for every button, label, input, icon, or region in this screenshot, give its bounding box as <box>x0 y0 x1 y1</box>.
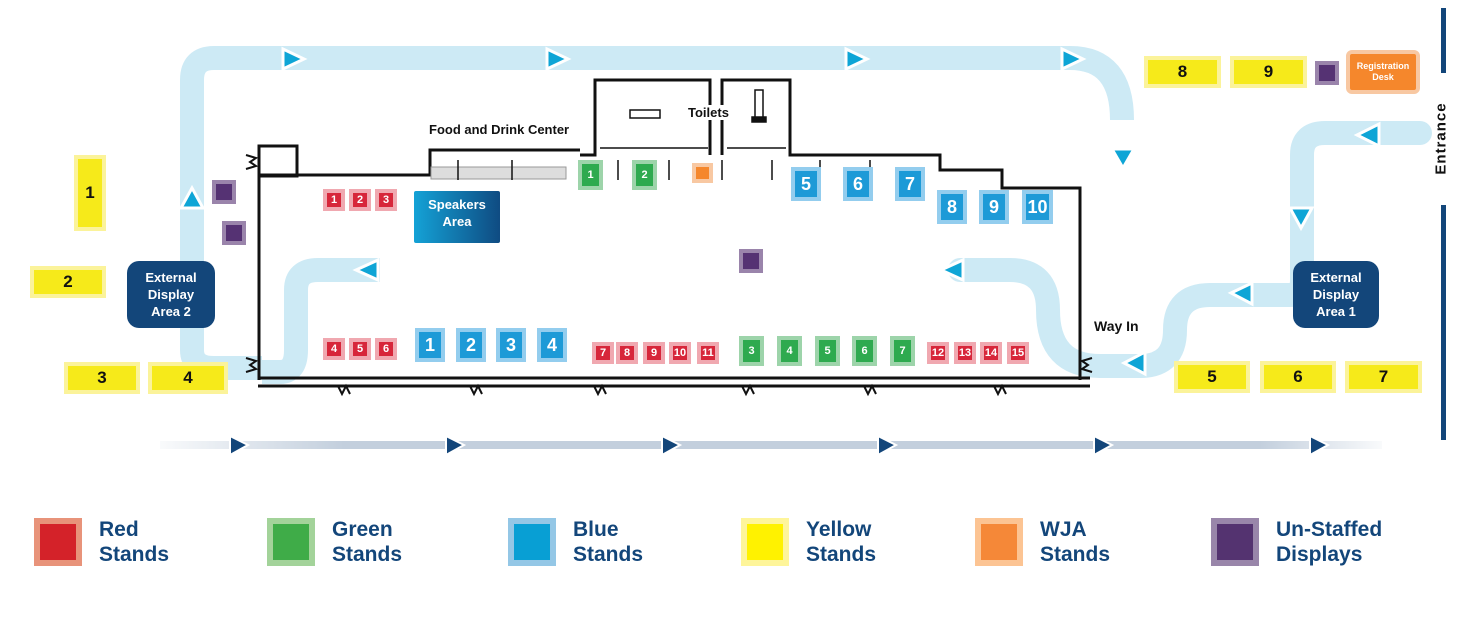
arrow-left-icon <box>1120 349 1147 377</box>
yellow-stand[interactable]: 1 <box>74 155 106 231</box>
unstaffed-display[interactable] <box>1315 61 1339 85</box>
toilets-detail <box>600 89 786 149</box>
red-stand[interactable]: 6 <box>375 338 397 360</box>
arrow-left-icon <box>937 257 965 283</box>
red-stand[interactable]: 3 <box>375 189 397 211</box>
red-stand[interactable]: 11 <box>697 342 719 364</box>
registration-desk[interactable]: Registration Desk <box>1346 50 1420 94</box>
legend-wja-swatch <box>975 518 1023 566</box>
blue-stand[interactable]: 8 <box>937 190 967 224</box>
blue-stand[interactable]: 1 <box>415 328 445 362</box>
yellow-stand[interactable]: 7 <box>1345 361 1422 393</box>
red-stand[interactable]: 14 <box>980 342 1002 364</box>
blue-stand[interactable]: 10 <box>1022 190 1053 224</box>
green-stand[interactable]: 3 <box>739 336 764 366</box>
arrow-up-icon <box>178 184 206 210</box>
green-stand[interactable]: 6 <box>852 336 877 366</box>
red-stand[interactable]: 15 <box>1007 342 1029 364</box>
arrow-right-icon <box>281 46 308 72</box>
direction-arrows <box>178 46 1381 377</box>
arrow-left-icon <box>1353 121 1381 149</box>
arrow-right-icon <box>877 434 899 457</box>
food-counter <box>430 166 567 180</box>
speakers-area: Speakers Area <box>428 197 486 229</box>
arrow-right-icon <box>1060 46 1087 72</box>
legend-yellow-swatch <box>741 518 789 566</box>
unstaffed-display[interactable] <box>222 221 246 245</box>
arrow-right-icon <box>445 434 467 457</box>
toilets-label: Toilets <box>688 105 729 120</box>
red-stand[interactable]: 13 <box>954 342 976 364</box>
red-stand[interactable]: 7 <box>592 342 614 364</box>
entrance-wall-bottom <box>1441 205 1446 440</box>
arrow-right-icon <box>1093 434 1115 457</box>
arrow-right-icon <box>661 434 683 457</box>
arrow-right-icon <box>229 434 251 457</box>
yellow-stand[interactable]: 6 <box>1260 361 1336 393</box>
bottom-arrows <box>229 434 1331 457</box>
way-in-label: Way In <box>1094 318 1139 334</box>
walkway-bottom <box>160 441 1382 449</box>
arrow-right-icon <box>545 46 572 72</box>
yellow-stand[interactable]: 3 <box>64 362 140 394</box>
blue-stand[interactable]: 3 <box>496 328 526 362</box>
walkway-inner-right <box>860 121 1432 378</box>
blue-stand[interactable]: 6 <box>843 167 873 201</box>
green-stand[interactable]: 2 <box>632 160 657 190</box>
unstaffed-display[interactable] <box>739 249 763 273</box>
wja-stand[interactable] <box>692 163 713 183</box>
unstaffed-display[interactable] <box>212 180 236 204</box>
food-drink-label: Food and Drink Center <box>429 122 570 137</box>
yellow-stand[interactable]: 9 <box>1230 56 1307 88</box>
arrow-down-icon <box>1287 206 1315 232</box>
green-stand[interactable]: 5 <box>815 336 840 366</box>
legend-red-swatch <box>34 518 82 566</box>
doors <box>245 154 1093 397</box>
red-stand[interactable]: 10 <box>669 342 691 364</box>
blue-stand[interactable]: 2 <box>456 328 486 362</box>
red-stand[interactable]: 1 <box>323 189 345 211</box>
green-stand[interactable]: 4 <box>777 336 802 366</box>
legend-unstaffed-swatch <box>1211 518 1259 566</box>
red-stand[interactable]: 9 <box>643 342 665 364</box>
green-stand[interactable]: 1 <box>578 160 603 190</box>
red-stand[interactable]: 2 <box>349 189 371 211</box>
green-stand[interactable]: 7 <box>890 336 915 366</box>
arrow-left-icon <box>1227 280 1254 307</box>
speakers-area-box <box>414 191 500 243</box>
walkway-inner-left <box>262 258 450 384</box>
yellow-stand[interactable]: 4 <box>148 362 228 394</box>
arrow-left-icon <box>352 257 380 283</box>
blue-stand[interactable]: 4 <box>537 328 567 362</box>
red-stand[interactable]: 8 <box>616 342 638 364</box>
red-stand[interactable]: 4 <box>323 338 345 360</box>
yellow-stand[interactable]: 8 <box>1144 56 1221 88</box>
blue-stand[interactable]: 5 <box>791 167 821 201</box>
yellow-stand[interactable]: 5 <box>1174 361 1250 393</box>
yellow-stand[interactable]: 2 <box>30 266 106 298</box>
entrance-wall-top <box>1441 8 1446 73</box>
arrow-right-icon <box>1309 434 1331 457</box>
entrance-label: Entrance <box>1432 102 1450 175</box>
legend-green-swatch <box>267 518 315 566</box>
red-stand[interactable]: 5 <box>349 338 371 360</box>
legend-blue-swatch <box>508 518 556 566</box>
red-stand[interactable]: 12 <box>927 342 949 364</box>
arrow-right-icon <box>844 46 871 72</box>
blue-stand[interactable]: 9 <box>979 190 1009 224</box>
arrow-down-icon <box>1109 147 1137 171</box>
blue-stand[interactable]: 7 <box>895 167 925 201</box>
